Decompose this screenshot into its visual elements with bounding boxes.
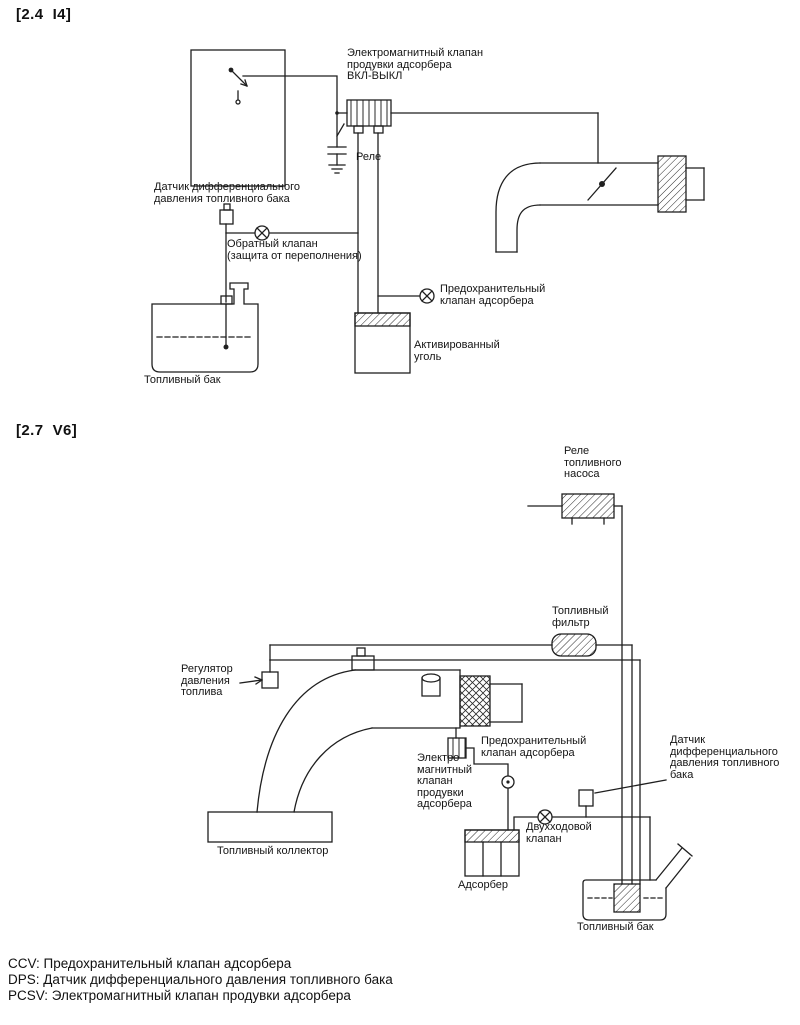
i4-canister — [354, 312, 411, 374]
i4-control-unit — [190, 49, 286, 187]
i4-ccv-label: Предохранительный клапан адсорбера — [440, 283, 546, 307]
v6-two-way-valve-icon — [513, 809, 651, 881]
i4-purge-valve-symbol — [346, 99, 392, 134]
v6-fuel-tank-label: Топливный бак — [577, 921, 654, 933]
i4-fuel-tank-label: Топливный бак — [144, 374, 221, 386]
v6-fuel-filter-label: Топливный фильтр — [552, 605, 609, 629]
i4-wiring — [242, 75, 599, 164]
section-title-v6: [2.7 V6] — [16, 422, 78, 439]
legend-line-ccv: CCV: Предохранительный клапан адсорбера — [8, 956, 292, 971]
v6-purge-valve-label: Электро- магнитный клапан продувки адсор… — [417, 752, 473, 810]
v6-dps-sensor — [578, 779, 667, 818]
v6-dps-label: Датчик дифференциального давления топлив… — [670, 734, 780, 781]
v6-pressure-regulator — [239, 659, 279, 689]
section-title-i4: [2.4 I4] — [16, 6, 72, 23]
legend-line-dps: DPS: Датчик дифференциального давления т… — [8, 972, 393, 987]
i4-ccv-valve-icon — [377, 288, 435, 304]
v6-canister — [464, 829, 520, 877]
i4-intake-assembly — [495, 155, 705, 253]
v6-fuel-rail-label: Топливный коллектор — [217, 845, 329, 857]
i4-dps-label: Датчик дифференциального давления топлив… — [154, 181, 300, 205]
v6-two-way-valve-label: Двухходовой клапан — [526, 821, 592, 845]
v6-fuel-filter — [551, 633, 633, 657]
legend-line-pcsv: PCSV: Электромагнитный клапан продувки а… — [8, 988, 351, 1003]
v6-intake-assembly — [256, 647, 523, 813]
v6-fuel-pump-relay-label: Реле топливного насоса — [564, 445, 622, 480]
i4-relay-label: Реле — [356, 151, 382, 163]
v6-ccv-valve-icon — [501, 775, 515, 789]
i4-check-valve-label: Обратный клапан (защита от переполнения) — [227, 238, 362, 262]
i4-relay-symbol — [327, 112, 347, 174]
v6-ccv-label: Предохранительный клапан адсорбера — [481, 735, 587, 759]
v6-fuel-pump-relay — [527, 493, 623, 525]
i4-dps-sensor — [219, 203, 234, 225]
v6-pressure-regulator-label: Регулятор давления топлива — [181, 663, 233, 698]
i4-purge-valve-label: Электромагнитный клапан продувки адсорбе… — [347, 47, 484, 82]
i4-vapor-pipes — [225, 132, 379, 314]
i4-fuel-tank — [151, 282, 259, 373]
i4-canister-label: Активированный уголь — [414, 339, 500, 363]
v6-canister-label: Адсорбер — [458, 879, 509, 891]
v6-fuel-tank — [582, 843, 693, 921]
v6-fuel-lines — [269, 505, 641, 885]
i4-check-valve-icon — [254, 225, 270, 241]
v6-manifold-base — [207, 811, 333, 843]
